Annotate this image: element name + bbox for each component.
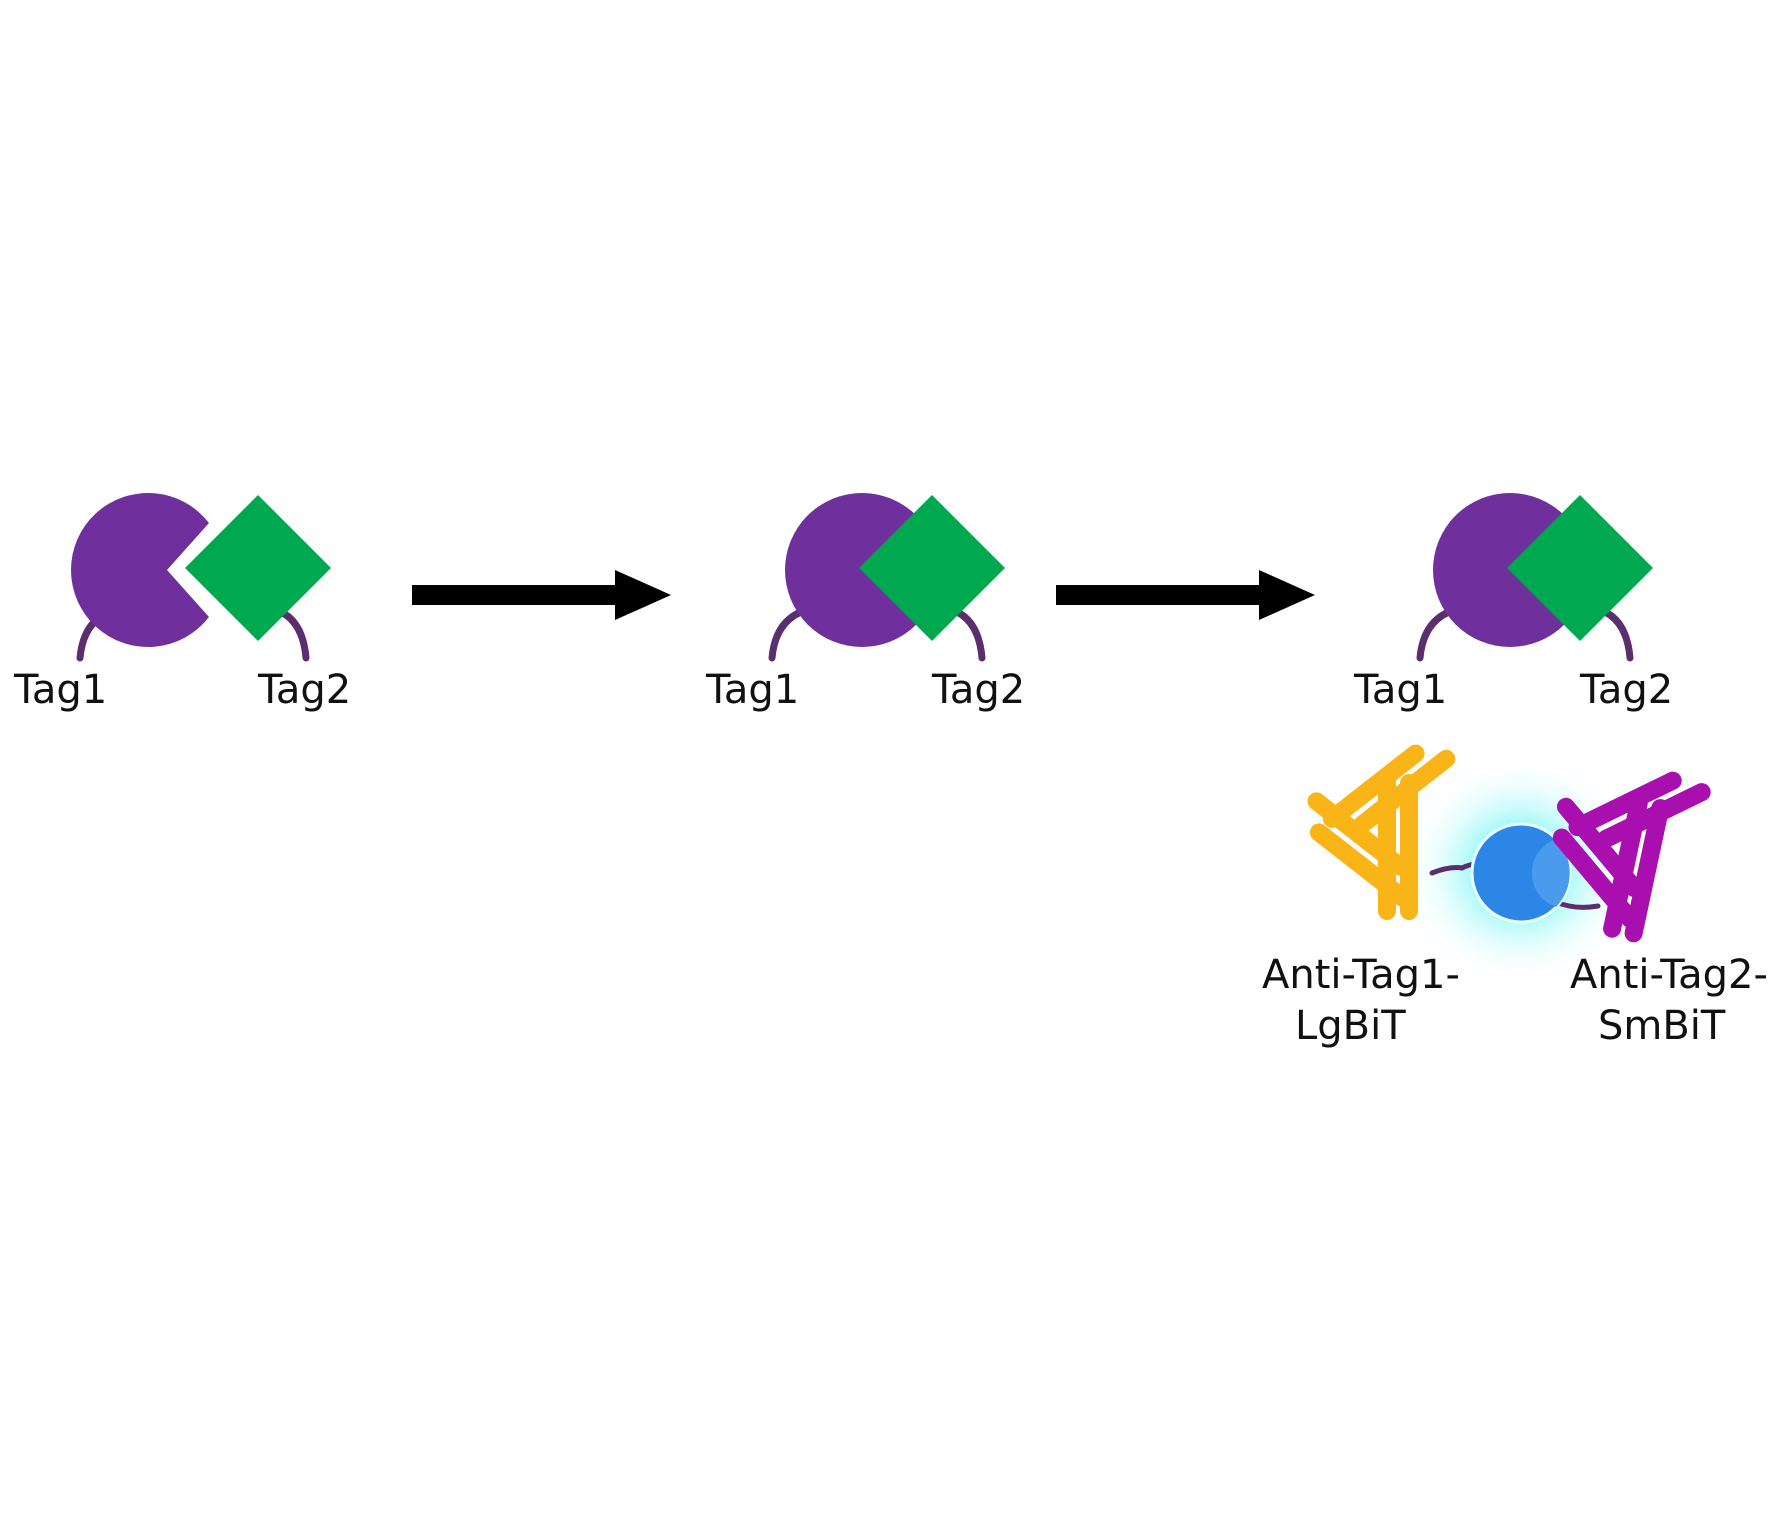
panel-detected: Tag1 Tag2 Anti-Tag1- Lg bbox=[1262, 493, 1768, 1049]
tag2-label: Tag2 bbox=[931, 667, 1025, 713]
diamond-protein bbox=[185, 495, 331, 641]
pacman-protein bbox=[71, 492, 209, 647]
panel-bound: Tag1 Tag2 bbox=[705, 493, 1025, 713]
anti-tag2-label-line2: SmBiT bbox=[1598, 1003, 1726, 1049]
tag1-label: Tag1 bbox=[1353, 667, 1447, 713]
anti-tag1-label-line1: Anti-Tag1- bbox=[1262, 952, 1460, 998]
tag1-label: Tag1 bbox=[13, 667, 107, 713]
diamond-protein bbox=[1507, 495, 1653, 641]
arrow-2 bbox=[1056, 570, 1315, 620]
tag1-label: Tag1 bbox=[705, 667, 799, 713]
anti-tag2-label-line1: Anti-Tag2- bbox=[1570, 952, 1768, 998]
anti-tag2-antibody bbox=[1552, 771, 1711, 943]
tag2-label: Tag2 bbox=[257, 667, 351, 713]
anti-tag1-label-line2: LgBiT bbox=[1295, 1003, 1406, 1049]
arrow-1 bbox=[412, 570, 671, 620]
diamond-protein bbox=[859, 495, 1005, 641]
anti-tag1-antibody bbox=[1307, 744, 1456, 920]
panel-separated: Tag1 Tag2 bbox=[13, 492, 351, 713]
tag2-label: Tag2 bbox=[1579, 667, 1673, 713]
smbit-fragment bbox=[1531, 839, 1570, 907]
